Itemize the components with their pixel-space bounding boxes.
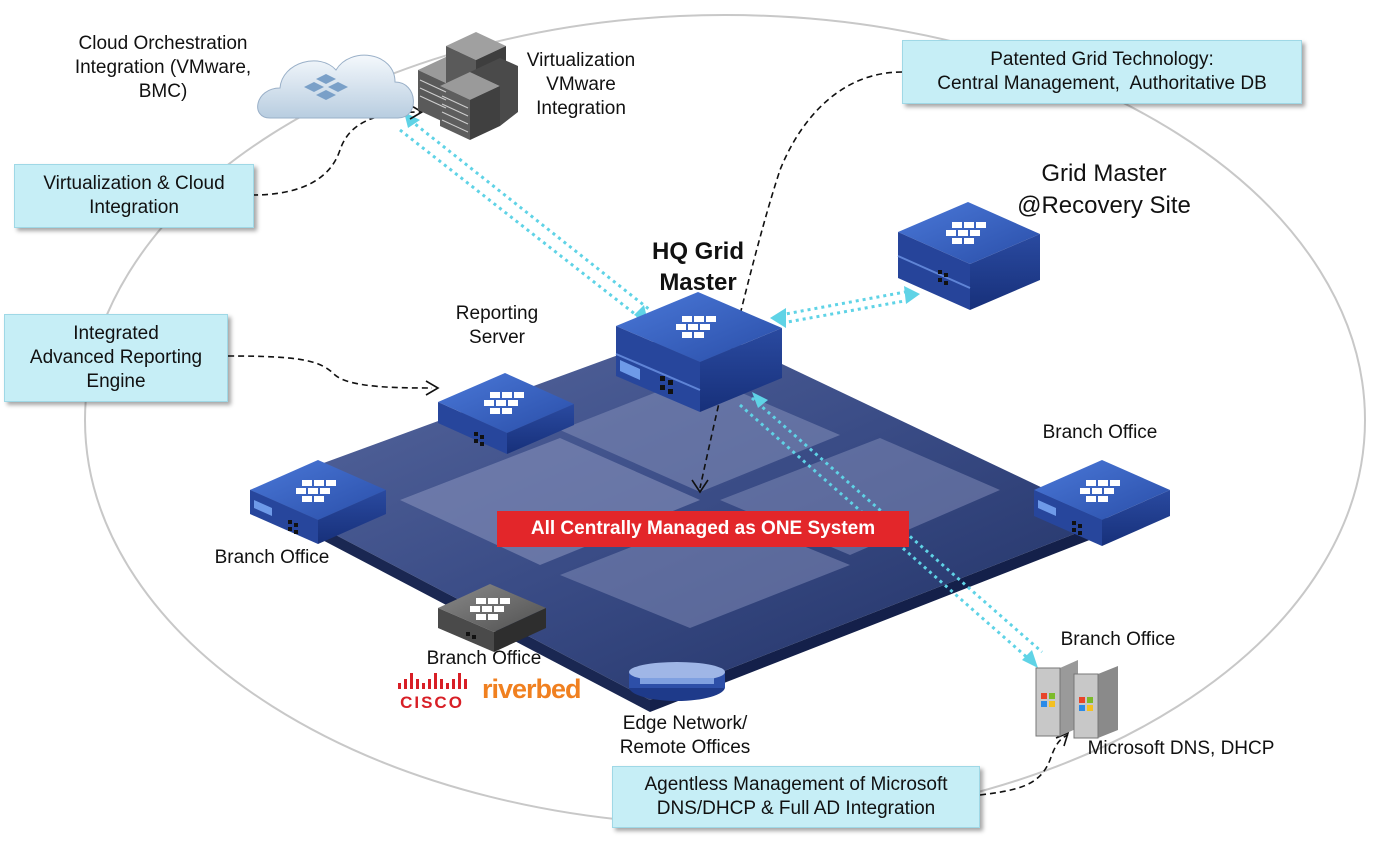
callout-line: DNS/DHCP & Full AD Integration [656,798,936,819]
label-line: Integration [536,98,626,119]
label-line: Grid Master [1041,160,1167,187]
appliance-hq-grid-master [615,292,782,412]
label-line: BMC) [138,81,188,102]
appliance-branch-bottom-gray [438,584,546,652]
label-line: Remote Offices [619,737,751,758]
label-line: @Recovery Site [1017,192,1191,219]
riverbed-logo: riverbed [482,674,581,704]
label-line: Master [659,269,737,296]
label-microsoft-dns: Microsoft DNS, DHCP [1087,738,1275,759]
label-hq-grid-master: HQ Grid Master [628,236,768,298]
callout-line: Central Management, Authoritative DB [937,73,1267,94]
label-line: VMware [546,74,616,95]
arrowhead-icon [752,392,768,408]
arrowhead-icon [425,380,440,396]
label-virtualization: Virtualization VMware Integration [514,49,648,121]
label-cloud-orchestration: Cloud Orchestration Integration (VMware,… [58,32,268,104]
label-line: Edge Network/ [622,713,748,734]
label-line: Reporting [455,303,539,324]
arrowhead-icon [904,286,920,304]
callout-cloud-integration: Virtualization & Cloud Integration [14,164,254,228]
sync-link-recovery [779,290,911,325]
arrowhead-icon [770,308,786,328]
label-line: Cloud Orchestration [78,33,248,54]
callout-line: Agentless Management of Microsoft [644,774,948,795]
label-line: Server [469,327,525,348]
appliance-reporting-server [438,373,574,454]
central-management-banner: All Centrally Managed as ONE System [497,511,909,547]
cisco-logo: CISCO [398,673,467,712]
callout-line: Patented Grid Technology: [990,49,1214,70]
label-grid-master-recovery: Grid Master @Recovery Site [994,158,1214,222]
appliance-branch-left [250,460,386,544]
callout-reporting: Integrated Advanced Reporting Engine [4,314,228,402]
callout-line: Advanced Reporting [29,347,203,368]
microsoft-server-icon [1035,660,1118,739]
appliance-grid-master-recovery [897,202,1040,310]
label-line: Integration (VMware, [74,57,252,78]
callout-line: Integrated [73,323,159,344]
callout-grid-technology: Patented Grid Technology: Central Manage… [902,40,1302,104]
sync-link-microsoft [739,396,1043,662]
arrowhead-icon [691,479,709,494]
label-branch-office-right: Branch Office [1042,422,1158,443]
label-reporting-server: Reporting Server [438,302,556,350]
callout-line: Integration [89,197,179,218]
appliance-branch-right [1034,460,1170,546]
callout-agentless: Agentless Management of Microsoft DNS/DH… [612,766,980,828]
label-edge-network: Edge Network/ Remote Offices [598,712,772,760]
arrowhead-icon [409,104,424,120]
label-branch-office-microsoft: Branch Office [1060,629,1176,650]
server-rack-icon [418,32,518,140]
cloud-icon [257,54,414,119]
label-line: Virtualization [526,50,636,71]
cisco-logo-text: CISCO [400,693,464,712]
label-line: HQ Grid [651,238,744,265]
edge-network-device-icon [629,662,725,701]
label-branch-office-bottom: Branch Office [426,648,542,669]
sync-link-virtualization [399,118,651,320]
arrowhead-icon [404,112,420,128]
arrowhead-icon [1022,650,1038,668]
callout-line: Engine [86,371,146,392]
callout-line: Virtualization & Cloud [43,173,225,194]
label-branch-office-left: Branch Office [214,547,330,568]
